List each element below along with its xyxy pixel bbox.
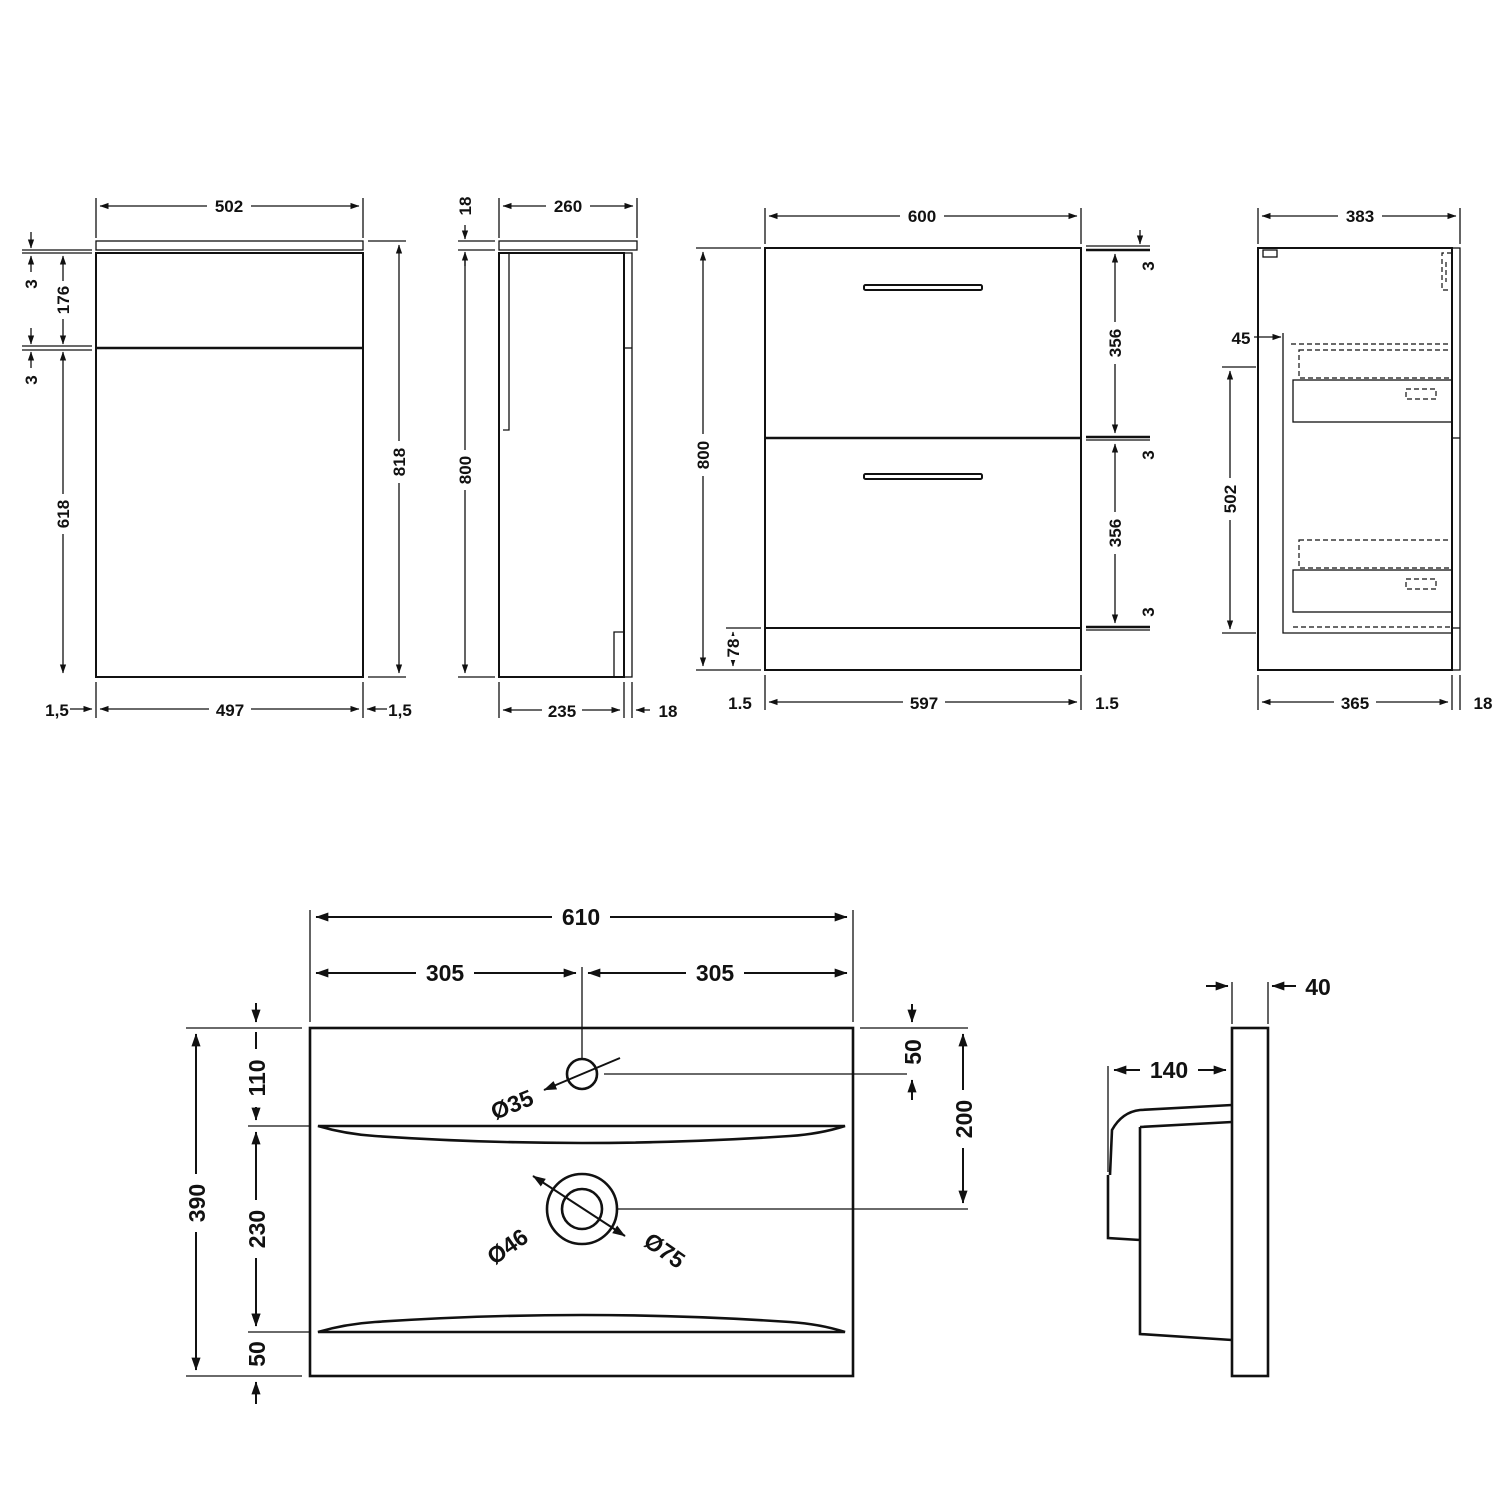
label-side-depth-door: 18 (659, 702, 678, 721)
unit-front-body (95, 252, 364, 678)
label-drawer-top-height: 356 (1106, 329, 1125, 357)
drawer-box-bottom (1292, 569, 1453, 613)
basin-bowl-front-edge (317, 1313, 846, 1334)
label-waste-outer-diameter: Ø75 (639, 1227, 690, 1273)
label-drawer-bottom-height: 356 (1106, 519, 1125, 547)
basin-side-bowl-profile (1106, 1103, 1233, 1342)
unit-side-worktop (498, 240, 638, 251)
label-waste-inner-diameter: Ø46 (482, 1223, 533, 1269)
label-unit-door-height: 618 (54, 500, 73, 528)
basin-top-view: 610 305 305 390 110 230 50 50 20 (183, 904, 977, 1404)
drawer-side-fixing (1262, 249, 1278, 258)
drawer-side-body (1257, 247, 1453, 671)
basin-side-slab (1230, 1026, 1270, 1378)
label-drawer-side-depth-front: 18 (1474, 694, 1493, 713)
label-side-height: 800 (456, 456, 475, 484)
label-unit-margin-right: 1,5 (388, 701, 412, 720)
label-basin-half-right: 305 (696, 960, 735, 986)
label-basin-back-margin: 110 (244, 1059, 270, 1096)
basin-bowl-back-edge (317, 1124, 846, 1145)
label-drawer-side-offset: 45 (1232, 329, 1251, 348)
basin-side-view: 40 140 (1106, 974, 1331, 1378)
unit-side-body (498, 252, 625, 678)
label-drawer-margin-left: 1.5 (728, 694, 752, 713)
tap-hole-icon (565, 1057, 599, 1091)
unit-side-view: 260 18 800 235 18 (455, 195, 677, 721)
label-drawer-side-depth-body: 365 (1341, 694, 1369, 713)
label-unit-height-total: 818 (390, 448, 409, 476)
label-basin-depth: 390 (184, 1184, 210, 1222)
unit-front-view: 502 818 3 176 3 618 497 1,5 1,5 (22, 195, 412, 720)
label-drawer-gap-bottom: 3 (1139, 607, 1158, 616)
label-tap-hole-diameter: Ø35 (487, 1084, 537, 1124)
label-unit-margin-left: 1,5 (45, 701, 69, 720)
label-drawer-height-total: 800 (694, 441, 713, 469)
drawer-unit-side-view: 383 45 502 365 18 (1220, 205, 1492, 713)
label-basin-width: 610 (562, 904, 600, 930)
drawer-handle-bottom (863, 473, 983, 480)
label-drawer-width-inner: 597 (910, 694, 938, 713)
label-basin-front-margin: 50 (244, 1341, 270, 1367)
label-basin-bowl-length: 230 (244, 1210, 270, 1248)
label-side-top-thickness: 18 (456, 197, 475, 216)
label-drawer-side-height: 502 (1221, 485, 1240, 513)
label-basin-waste-offset: 200 (951, 1100, 977, 1138)
label-drawer-margin-right: 1.5 (1095, 694, 1119, 713)
label-basin-bowl-depth: 140 (1150, 1057, 1188, 1083)
label-side-depth-total: 260 (554, 197, 582, 216)
basin-outline (308, 1026, 855, 1378)
drawer-handle-top (863, 284, 983, 291)
label-unit-gap-mid: 3 (22, 375, 41, 384)
label-drawer-gap-mid: 3 (1139, 450, 1158, 459)
label-basin-thickness: 40 (1305, 974, 1331, 1000)
label-side-depth-body: 235 (548, 702, 576, 721)
label-drawer-side-depth-total: 383 (1346, 207, 1374, 226)
label-unit-drawer-height: 176 (54, 286, 73, 314)
label-basin-half-left: 305 (426, 960, 465, 986)
label-unit-width-inner: 497 (216, 701, 244, 720)
label-drawer-plinth: 78 (724, 639, 743, 658)
drawer-unit-body (764, 247, 1082, 671)
drawer-box-top (1292, 379, 1453, 423)
label-basin-tap-offset: 50 (900, 1039, 926, 1065)
label-unit-width-total: 502 (215, 197, 243, 216)
unit-front-worktop (95, 240, 364, 251)
label-drawer-gap-top: 3 (1139, 261, 1158, 270)
label-drawer-width-total: 600 (908, 207, 936, 226)
label-unit-gap-top: 3 (22, 279, 41, 288)
drawer-side-front (1451, 247, 1461, 671)
unit-side-door (623, 252, 633, 678)
drawer-unit-front-view: 600 800 3 356 3 356 3 78 597 1.5 1.5 (693, 205, 1158, 713)
